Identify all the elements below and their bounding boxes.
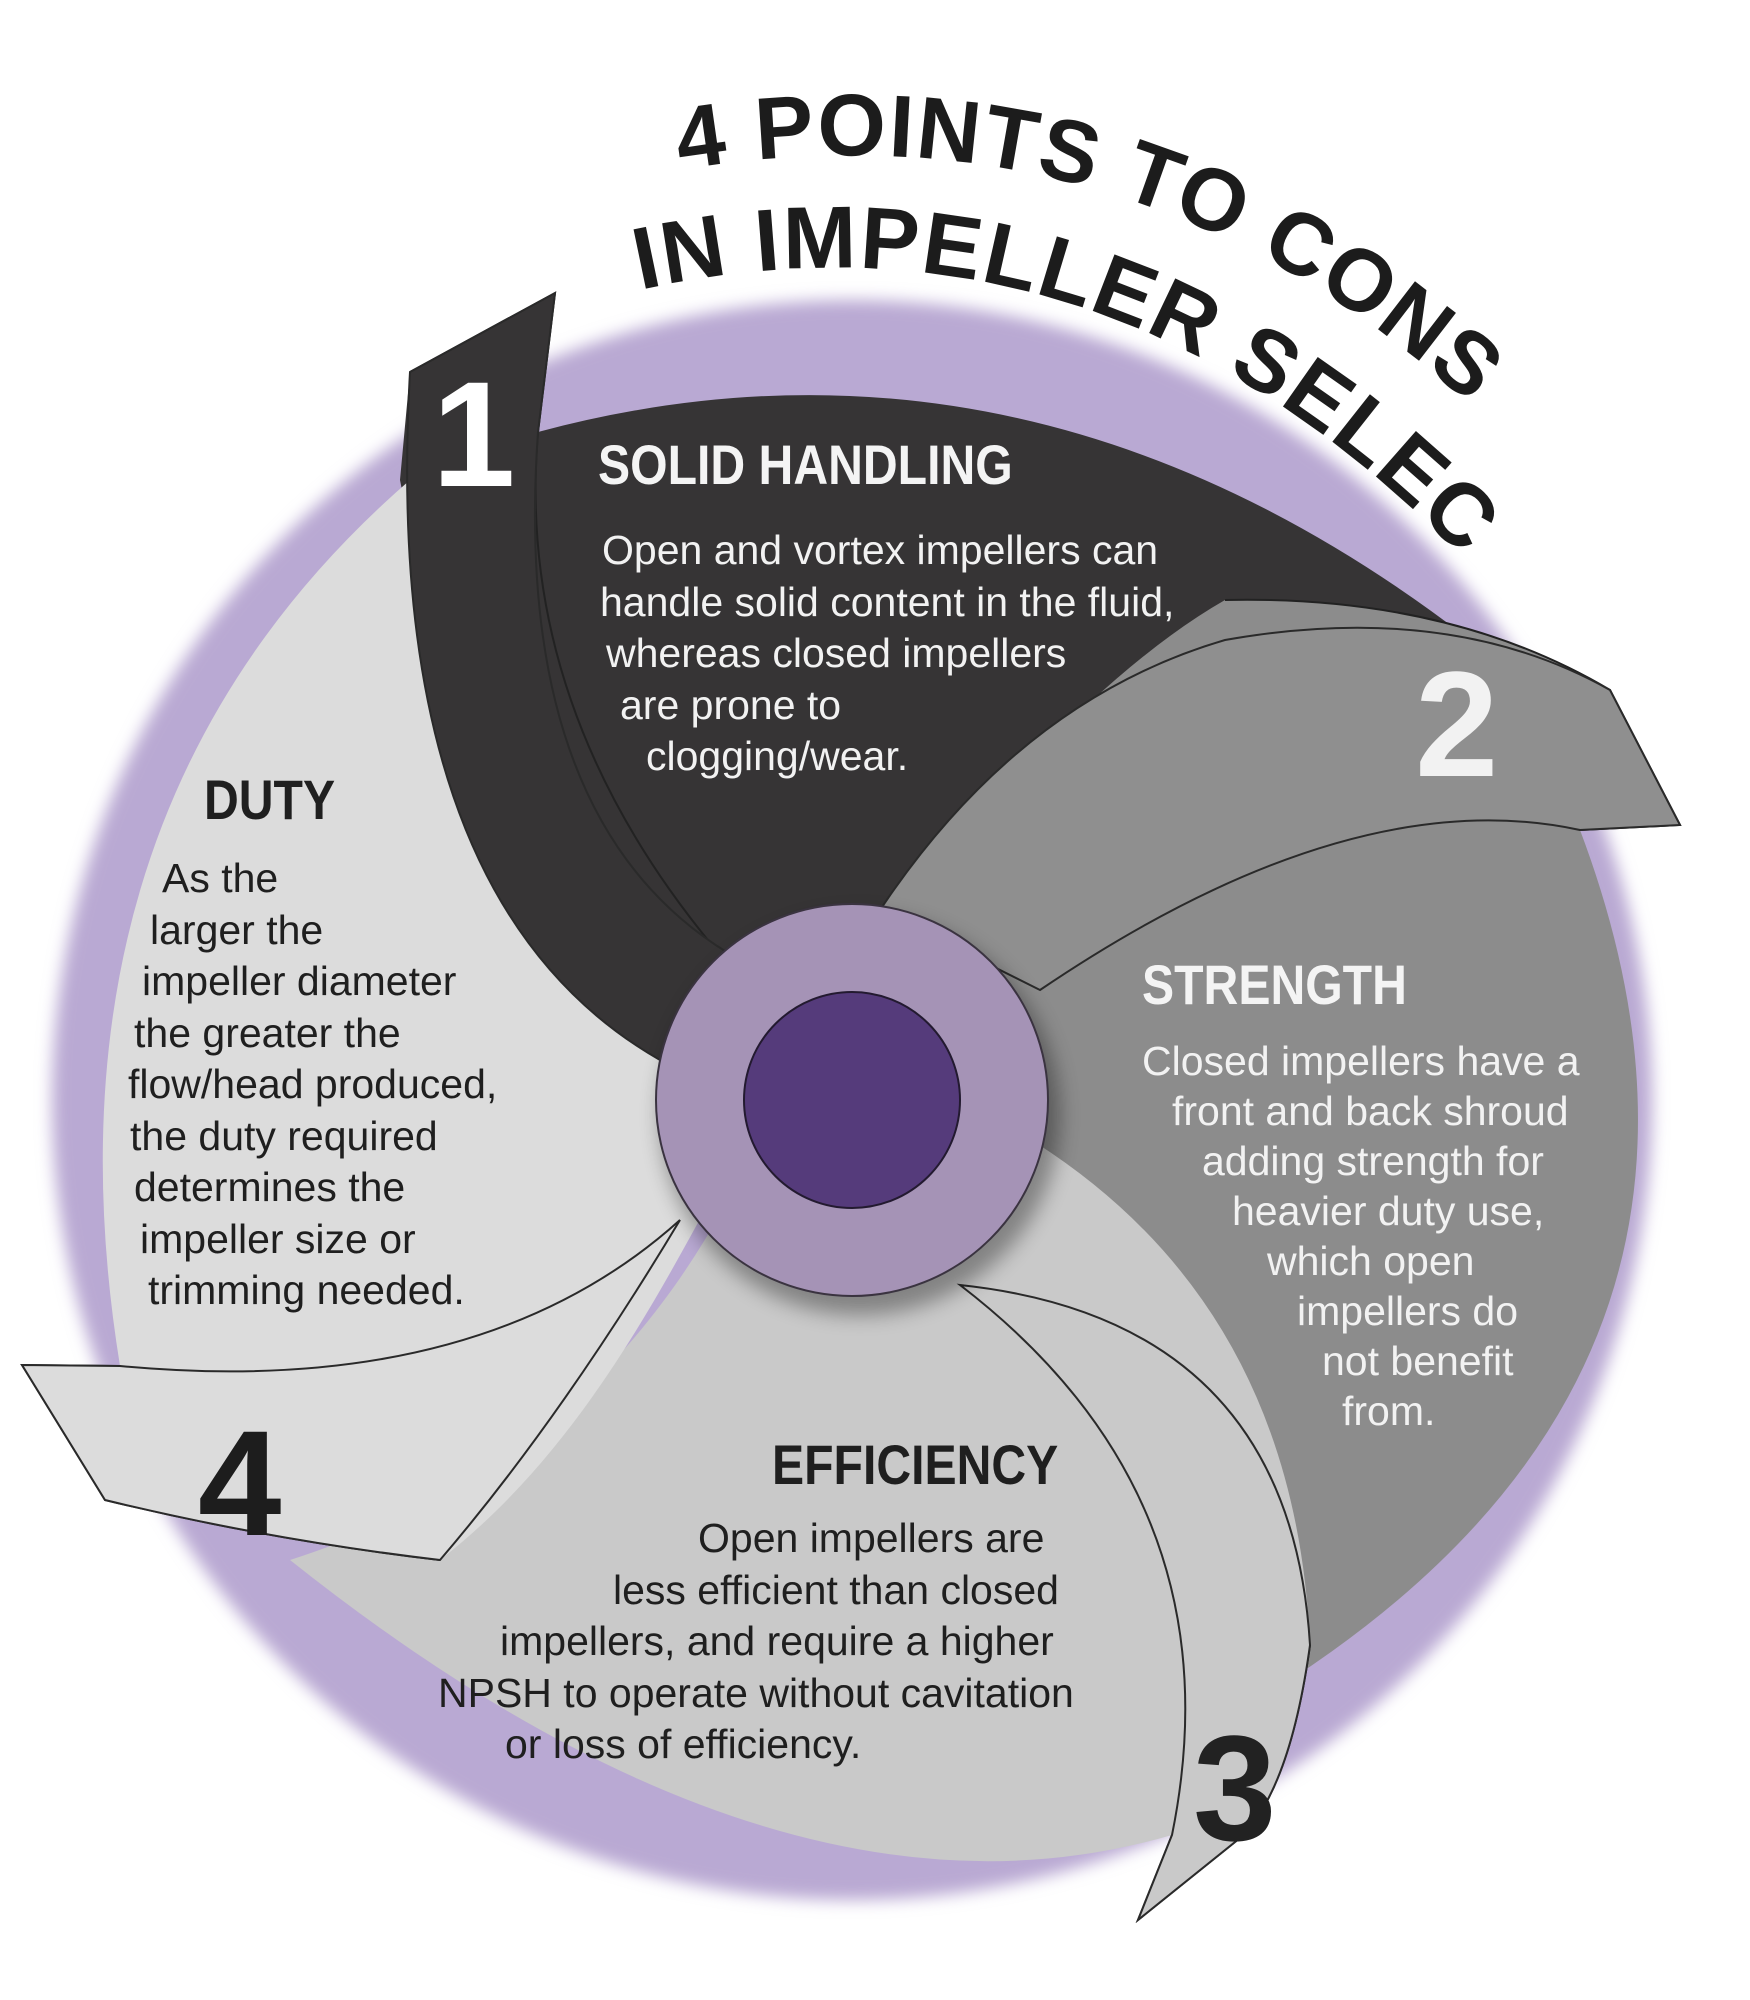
body-line: impellers, and require a higher <box>500 1618 1054 1664</box>
efficiency-sector <box>290 1040 1310 1920</box>
duty-blade <box>20 1219 681 1562</box>
hub-core <box>743 991 961 1209</box>
body-line: As the <box>162 855 279 901</box>
solid-handling-heading: SOLID HANDLING <box>598 433 1013 496</box>
body-line: NPSH to operate without cavitation <box>438 1669 1074 1716</box>
body-line: heavier duty use, <box>1232 1188 1545 1234</box>
efficiency-text: Open impellers are less efficient than c… <box>438 1513 1074 1771</box>
body-line: impellers do <box>1297 1288 1519 1334</box>
efficiency-blade <box>956 1283 1312 1924</box>
solid-handling-text: Open and vortex impellers can handle sol… <box>600 525 1174 783</box>
body-line: front and back shroud <box>1172 1088 1569 1134</box>
duty-text: As the larger the impeller diameter the … <box>128 853 497 1317</box>
strength-heading: STRENGTH <box>1142 953 1407 1016</box>
body-line: Open impellers are <box>698 1515 1045 1561</box>
body-line: or loss of efficiency. <box>505 1721 862 1767</box>
body-line: the duty required <box>130 1112 438 1159</box>
body-line: impeller size or <box>140 1215 416 1262</box>
body-line: Open and vortex impellers can <box>602 527 1159 573</box>
body-line: determines the <box>134 1164 406 1210</box>
body-line: trimming needed. <box>148 1267 465 1313</box>
body-line: flow/head produced, <box>128 1061 498 1107</box>
point-number-1: 1 <box>432 350 515 518</box>
efficiency-heading: EFFICIENCY <box>772 1433 1059 1496</box>
strength-text: Closed impellers have a front and back s… <box>1142 1036 1580 1436</box>
body-line: not benefit <box>1322 1338 1514 1384</box>
body-line: from. <box>1342 1388 1436 1434</box>
duty-heading: DUTY <box>204 768 336 831</box>
body-line: are prone to <box>620 681 842 728</box>
point-number-4: 4 <box>198 1399 281 1567</box>
body-line: impeller diameter <box>142 958 457 1004</box>
body-line: which open <box>1267 1238 1475 1284</box>
body-line: less efficient than closed <box>613 1566 1059 1613</box>
strength-blade <box>878 626 1682 992</box>
body-line: larger the <box>150 906 324 953</box>
body-line: clogging/wear. <box>646 733 909 779</box>
body-line: adding strength for <box>1202 1138 1544 1184</box>
body-line: handle solid content in the fluid, <box>600 578 1175 625</box>
point-number-2: 2 <box>1415 640 1498 808</box>
body-line: the greater the <box>134 1009 401 1056</box>
solid-handling-sector <box>400 293 1470 1040</box>
body-line: Closed impellers have a <box>1142 1038 1580 1084</box>
body-line: whereas closed impellers <box>606 630 1067 676</box>
point-number-3: 3 <box>1193 1704 1276 1872</box>
